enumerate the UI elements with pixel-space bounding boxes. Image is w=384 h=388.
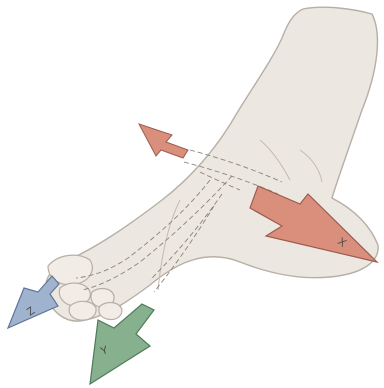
- axis-z-arrow: Z: [8, 276, 59, 328]
- axis-x-tail-head: [139, 124, 188, 158]
- axis-x-arrow-tail: [139, 124, 188, 158]
- foot: [46, 7, 378, 321]
- fifth-toe: [99, 303, 122, 320]
- foot-outline: [46, 7, 378, 321]
- third-toe: [69, 301, 96, 320]
- axis-z-arrow-head: [8, 276, 59, 328]
